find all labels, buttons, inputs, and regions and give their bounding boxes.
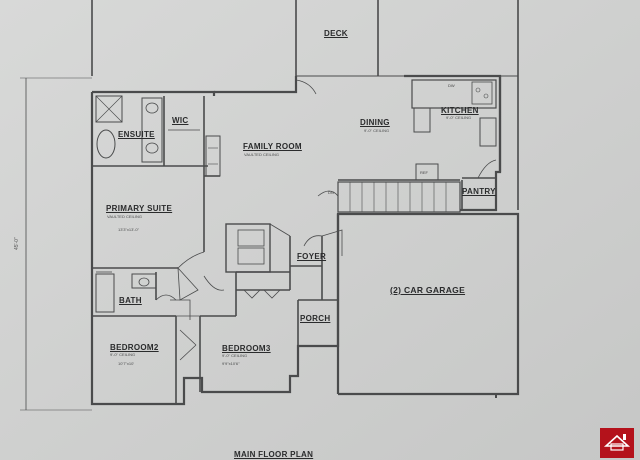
exterior-wall [90,92,520,406]
bedroom3-ceiling: 9'-0" CEILING [222,353,248,358]
bedroom2-size: 10'7"x10' [118,361,135,366]
room-label-pantry: PANTRY [462,187,496,196]
room-label-bath: BATH [119,296,142,305]
plan-title: MAIN FLOOR PLAN [234,450,314,459]
fixture-dn: DN [328,190,334,195]
house-logo-icon [600,428,634,458]
fixture-dw: DW [448,83,455,88]
room-label-family-room: FAMILY ROOM [243,142,302,151]
room-label-bedroom3: BEDROOM3 [222,344,271,353]
room-label-kitchen: KITCHEN [441,106,479,115]
primary-suite-size: 13'3"x13'-0" [118,227,140,232]
kitchen-ceiling: 9'-0" CEILING [446,115,472,120]
room-label-bedroom2: BEDROOM2 [110,343,159,352]
room-label-foyer: FOYER [297,252,327,261]
room-label-porch: PORCH [300,314,331,323]
overall-dimension: 45'-0" [14,237,20,250]
room-label-primary-suite: PRIMARY SUITE [106,204,173,213]
family-room-ceiling: VAULTED CEILING [244,152,279,157]
room-label-deck: DECK [324,29,348,38]
primary-suite-ceiling: VAULTED CEILING [107,214,142,219]
fixture-ref: REF [420,170,428,175]
dining-ceiling: 9'-0" CEILING [364,128,390,133]
bedroom3-size: 9'9"x10'6" [222,361,240,366]
room-label-garage: (2) CAR GARAGE [390,285,466,295]
bedroom2-ceiling: 9'-0" CEILING [110,352,136,357]
room-label-wic: WIC [172,116,189,125]
room-label-dining: DINING [360,118,390,127]
room-label-ensuite: ENSUITE [118,130,155,139]
